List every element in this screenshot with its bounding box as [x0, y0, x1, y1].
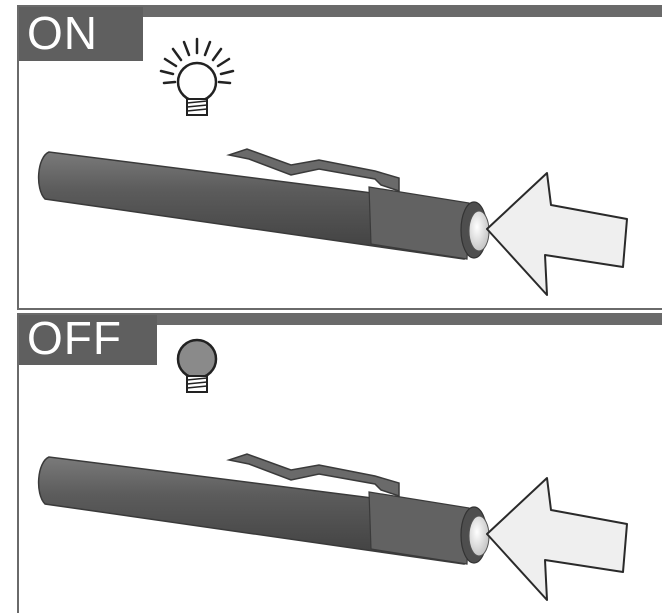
pen-light — [39, 454, 489, 564]
lit-bulb-icon — [161, 39, 233, 115]
off-panel: OFF — [17, 313, 662, 613]
on-illustration — [19, 7, 662, 310]
pen-button — [469, 516, 489, 556]
on-panel: ON — [17, 5, 662, 310]
pen-light — [39, 149, 489, 259]
press-arrow — [487, 478, 627, 600]
off-illustration — [19, 315, 662, 613]
pen-button — [469, 211, 489, 251]
unlit-bulb-icon — [178, 340, 216, 392]
press-arrow — [487, 173, 627, 295]
